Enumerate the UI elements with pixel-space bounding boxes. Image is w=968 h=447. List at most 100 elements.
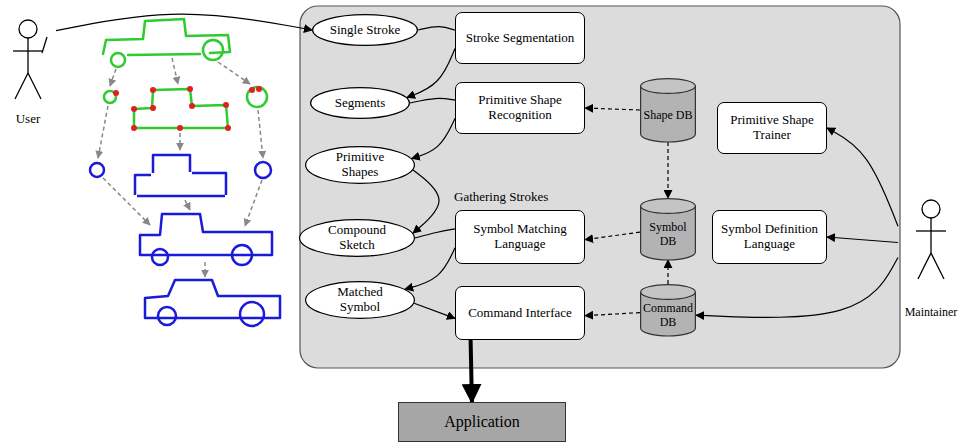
sketch-flow-arrow [179,133,181,150]
segment-points [177,125,183,131]
stick-figure [922,200,940,218]
node-label: Symbol DB [642,221,694,249]
segment-points [113,90,119,96]
dashed-data-arrow [667,142,668,198]
process-box: Symbol Matching Language [455,210,585,264]
ellipse-outline [311,88,410,119]
node-label: Matched Symbol [316,285,404,315]
segment-points [223,102,229,108]
segment-points [189,103,195,109]
flow-arrow [413,170,439,233]
flow-arrow [405,248,455,289]
flow-arrow [407,48,455,97]
node-label: Primitive Shape Trainer [722,113,822,143]
node-text-group: Shape DB [644,109,693,123]
stick-figure [898,195,964,320]
node-text-group: Primitive Shape Trainer [722,113,822,143]
stick-figure [916,230,946,231]
dashed-data-arrow [667,260,668,284]
stick-figure [27,38,28,73]
flow-arrow [696,258,898,318]
flow-arrow [412,118,455,158]
flow-arrow [418,27,455,31]
flow-arrow [56,14,312,31]
segment-points [187,86,193,92]
node-text-group: Matched Symbol [316,285,404,315]
data-ellipse: Matched Symbol [305,281,415,319]
process-box: Stroke Segmentation [455,12,585,64]
dashed-data-arrow [585,108,640,110]
data-ellipse: Primitive Shapes [305,146,415,184]
data-ellipse: Single Stroke [312,14,418,46]
node-text-group: Single Stroke [330,23,400,38]
sketch-flow-arrow [110,69,116,86]
segment-points [131,125,137,131]
primitive-shapes-sketch [255,162,271,178]
ellipse-outline [300,220,415,257]
stick-figure [931,253,944,279]
segment-sketch [247,87,267,107]
ellipse-outline [313,15,418,46]
compound-sketch [140,214,272,265]
node-text-group: Compound Sketch [310,223,404,253]
node-text-group: Primitive Shape Recognition [460,93,580,123]
flow-arrow [471,340,472,402]
node-label: User [16,112,41,127]
sketch-flow-arrow [98,58,263,277]
sketch-flow-arrow [172,58,178,84]
compound-sketch [152,249,168,265]
user-actor: User [0,15,56,127]
primitive-shapes-sketch [135,155,226,196]
segment-sketch [104,87,267,128]
node-label: Symbol Matching Language [460,222,580,252]
segment-points [256,86,262,92]
primitive-shapes-sketch [90,155,271,196]
cylinder-body [641,86,696,142]
stick-figure [13,50,43,51]
process-box: Primitive Shape Trainer [717,102,827,154]
primitive-shapes-sketch [90,163,104,177]
node-text-group: Symbol DB [642,221,694,249]
data-ellipse: Compound Sketch [299,219,415,257]
node-text-group: Maintainer [905,306,958,320]
process-box: Primitive Shape Recognition [455,82,585,134]
sketch-flow-arrow [103,178,150,225]
cylinder-top [641,79,696,94]
segment-points [150,87,156,93]
sketch-flow-arrow [185,200,190,210]
node-label: Single Stroke [330,23,400,38]
raw-sketch [111,53,125,67]
flow-arrow [827,128,898,226]
flow-arrow [410,98,455,103]
segment-points [113,86,262,131]
cylinder-body [641,206,696,260]
sketch-flow-arrow [245,180,262,226]
node-text-group: User [16,112,41,127]
edge-label: Gathering Strokes [452,189,550,205]
segment-points [131,106,137,112]
process-box: Symbol Definition Language [712,210,827,264]
dashed-data-arrow [585,313,640,316]
node-text-group: Command DB [642,302,694,330]
process-box: Command Interface [455,286,585,340]
node-label: Command Interface [468,306,572,321]
node-text-group: Primitive Shapes [316,150,404,180]
segment-points [150,105,156,111]
cylinder-top [641,285,696,300]
stick-figure [42,37,47,53]
node-text-group: Segments [335,96,386,111]
matched-symbol-sketch [145,280,280,326]
raw-sketch [203,40,223,60]
sketch-flow-arrow [258,110,263,158]
database-cylinder: Symbol DB [640,198,696,260]
node-label: Shape DB [644,109,693,123]
stick-figure [0,15,56,127]
node-label: Application [444,413,520,431]
node-label: Stroke Segmentation [466,31,575,46]
segment-points [249,87,255,93]
node-text-group: Stroke Segmentation [466,31,575,46]
flow-arrow [415,229,455,238]
raw-sketch [103,19,230,67]
stick-figure [15,73,28,99]
